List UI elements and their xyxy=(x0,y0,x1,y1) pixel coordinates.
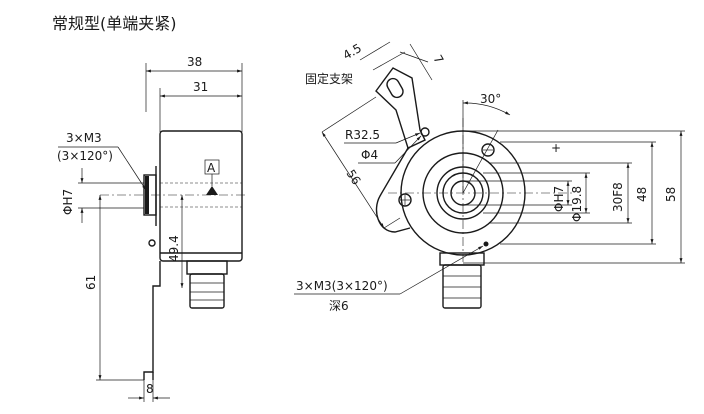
screw-head xyxy=(148,239,156,247)
bore-hub-diameter: Φ19.8 xyxy=(570,186,584,222)
center-mark: + xyxy=(551,141,561,155)
extension-line xyxy=(359,41,391,61)
front-view: + 4.5 7 固定支架 30° R32.5 Φ4 56 xyxy=(294,41,685,313)
dim-mount-length: 56 xyxy=(343,167,363,187)
extension-line xyxy=(383,217,401,229)
thread-label: 3×M3(3×120°) xyxy=(296,279,388,293)
radius-label: R32.5 xyxy=(345,128,380,142)
shaft-diameter: ΦH7 xyxy=(61,189,75,215)
connector-body xyxy=(442,264,482,309)
cable-gland xyxy=(189,273,225,309)
angle-line xyxy=(462,129,499,194)
bore-diameter: ΦH7 xyxy=(552,186,566,212)
thread-hole xyxy=(483,241,489,247)
dim-bracket-height: 61 xyxy=(84,275,98,290)
dim-bracket-width: 8 xyxy=(146,382,154,396)
side-view: 38 31 A 3×M3 (3×120°) Φ xyxy=(57,55,245,402)
dim-flange-height: 48 xyxy=(635,187,649,202)
extension-line xyxy=(409,43,433,81)
flange-screw xyxy=(481,143,495,157)
radius-leader xyxy=(395,132,421,144)
dim-body-length: 31 xyxy=(193,80,208,94)
angle-label: 30° xyxy=(480,92,501,106)
bracket-label: 固定支架 xyxy=(305,71,353,86)
dim-overall-length: 38 xyxy=(187,55,202,69)
thread-pattern: (3×120°) xyxy=(57,149,113,163)
bracket-profile xyxy=(143,261,161,380)
hole-diameter: Φ4 xyxy=(361,148,378,162)
dim-connector-offset: 49.4 xyxy=(167,235,181,262)
bracket-plate xyxy=(375,147,411,233)
thread-label: 3×M3 xyxy=(66,131,102,145)
pilot-diameter: 30F8 xyxy=(611,182,625,212)
dim-overall-height: 58 xyxy=(664,187,678,202)
dimension-line-56 xyxy=(321,131,385,229)
thread-leader xyxy=(117,146,147,191)
gland-nut xyxy=(186,260,228,275)
thread-depth: 深6 xyxy=(329,299,349,313)
datum-label: A xyxy=(207,161,216,175)
drawing-title: 常规型(单端夹紧) xyxy=(52,14,177,33)
angle-arc xyxy=(462,101,511,116)
bracket-hole xyxy=(420,127,430,137)
hole-leader xyxy=(394,135,422,164)
extension-line xyxy=(372,51,406,71)
bracket-slot xyxy=(386,77,404,99)
extension-line xyxy=(399,51,429,63)
thread-leader xyxy=(399,245,484,295)
extension-line xyxy=(321,96,377,133)
dim-slot-length: 7 xyxy=(430,53,446,67)
mounting-bracket-arm xyxy=(375,67,426,149)
bracket-screw xyxy=(398,193,412,207)
datum-triangle xyxy=(206,186,218,195)
